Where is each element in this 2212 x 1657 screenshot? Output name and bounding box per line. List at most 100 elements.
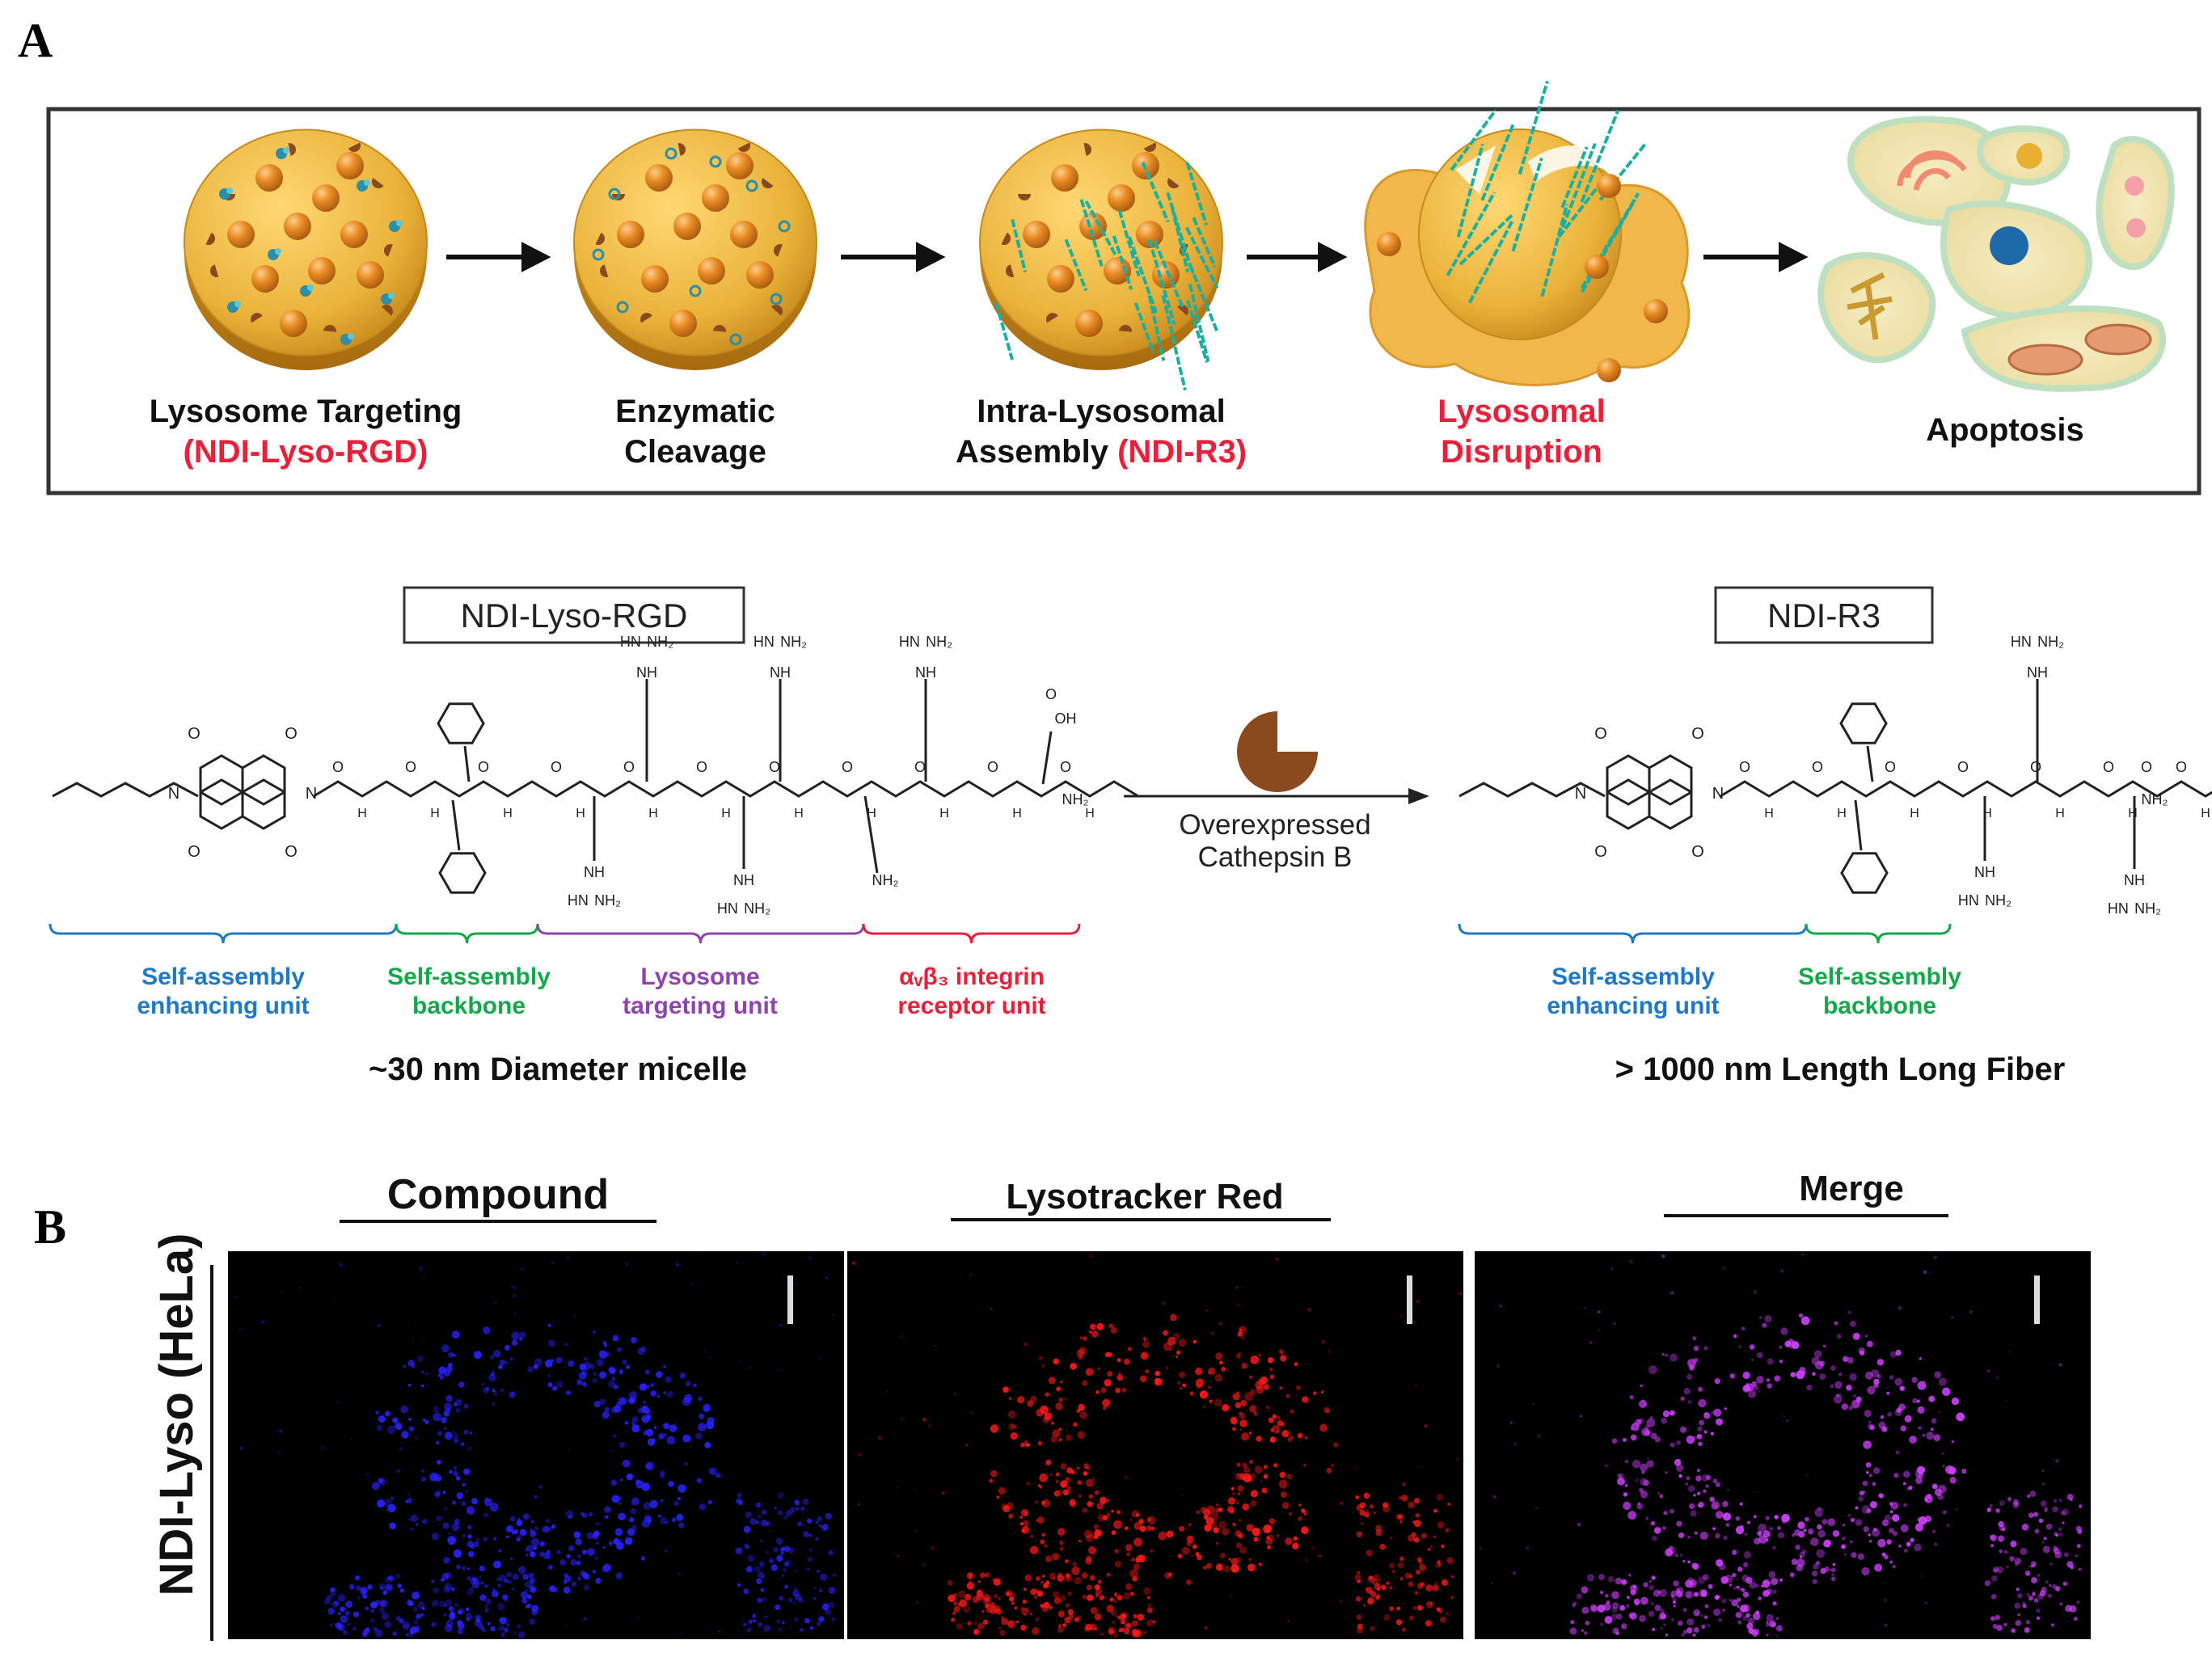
fluorescent-puncta bbox=[1918, 1426, 1922, 1430]
fluorescent-puncta bbox=[1646, 1418, 1656, 1427]
fluorescent-puncta bbox=[1235, 1354, 1241, 1359]
background-speckle bbox=[1202, 1404, 1207, 1409]
fluorescent-puncta bbox=[1231, 1417, 1238, 1425]
fluorescent-puncta bbox=[456, 1492, 464, 1499]
fluorescent-puncta bbox=[500, 1632, 506, 1637]
fluorescent-puncta bbox=[1065, 1559, 1069, 1563]
fluorescent-puncta bbox=[1699, 1504, 1703, 1508]
fluorescent-puncta bbox=[1694, 1592, 1699, 1597]
fluorescent-puncta bbox=[519, 1528, 527, 1537]
fiber-strand bbox=[1446, 191, 1496, 276]
background-speckle bbox=[1307, 1308, 1311, 1312]
fluorescent-puncta bbox=[1742, 1562, 1749, 1568]
background-speckle bbox=[1078, 1615, 1082, 1619]
fluorescent-puncta bbox=[1263, 1524, 1272, 1533]
fluorescent-puncta bbox=[2011, 1628, 2016, 1634]
fluorescent-puncta bbox=[1369, 1504, 1374, 1509]
fluorescent-puncta bbox=[529, 1572, 534, 1578]
fluorescent-puncta bbox=[1086, 1466, 1091, 1471]
fluorescent-puncta bbox=[508, 1579, 513, 1584]
fluorescent-puncta bbox=[1089, 1575, 1095, 1581]
background-speckle bbox=[762, 1252, 765, 1256]
fluorescent-puncta bbox=[1278, 1349, 1285, 1355]
fluorescent-puncta bbox=[517, 1537, 521, 1542]
fluorescent-puncta bbox=[1624, 1483, 1628, 1487]
fluorescent-puncta bbox=[1914, 1469, 1923, 1478]
fluorescent-puncta bbox=[1203, 1508, 1211, 1517]
fluorescent-puncta bbox=[1414, 1591, 1419, 1595]
apoptotic-cell bbox=[2096, 136, 2175, 271]
fluorescent-puncta bbox=[1035, 1500, 1039, 1504]
fluorescent-puncta bbox=[1798, 1531, 1805, 1538]
background-speckle bbox=[1169, 1348, 1172, 1351]
fluorescent-puncta bbox=[453, 1470, 458, 1477]
fluorescent-puncta bbox=[1411, 1532, 1416, 1537]
fiber-strand bbox=[1184, 226, 1219, 289]
fluorescent-puncta bbox=[378, 1415, 386, 1423]
fluorescent-puncta bbox=[783, 1545, 791, 1553]
fluorescent-puncta bbox=[1694, 1531, 1698, 1535]
fluorescent-puncta bbox=[1887, 1411, 1893, 1417]
ring bbox=[1648, 754, 1693, 806]
fluorescent-puncta bbox=[1751, 1381, 1758, 1387]
fluorescent-puncta bbox=[380, 1587, 383, 1590]
fluorescent-puncta bbox=[1364, 1512, 1370, 1518]
fluorescent-puncta bbox=[1652, 1535, 1657, 1541]
fluorescent-puncta bbox=[1776, 1617, 1779, 1620]
fluorescent-puncta bbox=[1872, 1482, 1876, 1486]
fluorescent-puncta bbox=[1733, 1334, 1737, 1339]
fluorescent-puncta bbox=[1123, 1358, 1130, 1365]
background-speckle bbox=[914, 1529, 917, 1533]
fluorescent-puncta bbox=[1123, 1592, 1131, 1600]
fluorescent-puncta bbox=[1133, 1629, 1142, 1638]
cleaved-peptide bbox=[689, 285, 702, 297]
fluorescent-puncta bbox=[2027, 1495, 2031, 1498]
fluorescent-puncta bbox=[821, 1524, 829, 1531]
fluorescent-puncta bbox=[2053, 1545, 2058, 1552]
nanoparticle-bead bbox=[1075, 310, 1103, 337]
fluorescent-puncta bbox=[1231, 1564, 1240, 1573]
fluorescent-puncta bbox=[575, 1538, 582, 1545]
nanoparticle-bead bbox=[1585, 255, 1609, 279]
fluorescent-puncta bbox=[485, 1598, 492, 1604]
fluorescent-puncta bbox=[547, 1323, 551, 1327]
fluorescent-puncta bbox=[466, 1575, 471, 1581]
fluorescent-puncta bbox=[510, 1557, 513, 1560]
fluorescent-puncta bbox=[1805, 1517, 1808, 1520]
benzyl-link bbox=[451, 799, 461, 851]
fluorescent-puncta bbox=[568, 1515, 572, 1520]
fluorescent-puncta bbox=[1755, 1610, 1760, 1615]
fluorescent-puncta bbox=[466, 1567, 470, 1571]
fluorescent-puncta bbox=[1902, 1482, 1906, 1486]
fluorescent-puncta bbox=[1254, 1465, 1263, 1474]
fluorescent-puncta bbox=[1737, 1566, 1743, 1572]
fluorescent-puncta bbox=[1815, 1561, 1821, 1566]
fluorescent-puncta bbox=[385, 1583, 393, 1592]
fluorescent-puncta bbox=[784, 1562, 789, 1566]
fluorescent-puncta bbox=[1359, 1509, 1366, 1516]
left-compound-box bbox=[403, 586, 745, 644]
imide-nitrogen: N bbox=[306, 785, 317, 803]
fluorescent-puncta bbox=[990, 1602, 995, 1609]
fluorescent-puncta bbox=[1581, 1606, 1589, 1614]
fluorescent-puncta bbox=[534, 1526, 538, 1531]
fluorescent-puncta bbox=[1851, 1552, 1857, 1558]
fluorescent-puncta bbox=[1083, 1336, 1087, 1341]
fluorescent-puncta bbox=[809, 1549, 813, 1552]
right-caption: > 1000 nm Length Long Fiber bbox=[1615, 1052, 2066, 1087]
fluorescent-puncta bbox=[1181, 1546, 1190, 1555]
fluorescent-puncta bbox=[1831, 1567, 1836, 1572]
fluorescent-puncta bbox=[2044, 1508, 2048, 1513]
fluorescent-puncta bbox=[547, 1564, 554, 1570]
fluorescent-puncta bbox=[1446, 1612, 1450, 1616]
background-speckle bbox=[794, 1281, 798, 1285]
fluorescent-puncta bbox=[1742, 1385, 1750, 1393]
background-speckle bbox=[422, 1338, 425, 1340]
fluorescent-puncta bbox=[1279, 1386, 1283, 1390]
fluorescent-puncta bbox=[1239, 1411, 1243, 1415]
fluorescent-puncta bbox=[513, 1528, 519, 1534]
guanidine-group: HN NH₂ bbox=[620, 634, 673, 650]
fluorescent-puncta bbox=[421, 1606, 425, 1611]
enzyme-crescent bbox=[1177, 305, 1188, 316]
fluorescent-puncta bbox=[2049, 1583, 2052, 1587]
